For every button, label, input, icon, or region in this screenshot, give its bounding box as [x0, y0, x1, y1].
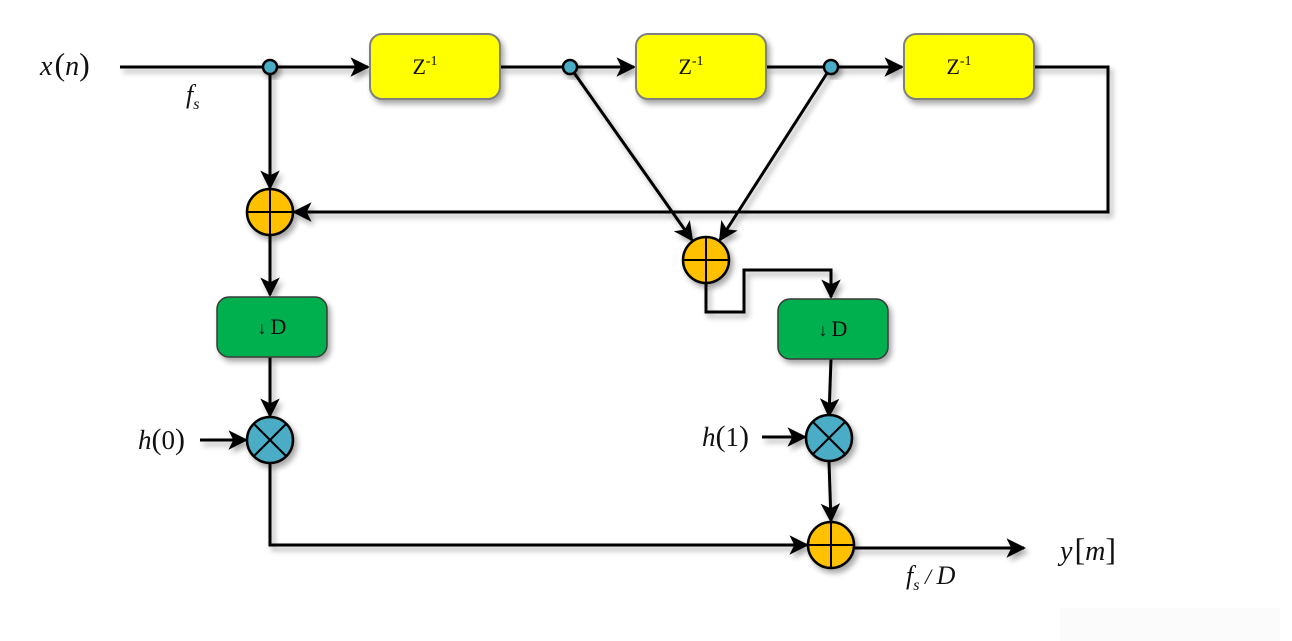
coefficient-h0-label: h(0) [138, 423, 185, 456]
delay-exponent: -1 [960, 54, 972, 69]
output-signal-label: y[m] [1057, 531, 1116, 567]
adder-output[interactable] [806, 520, 856, 570]
down-arrow-icon: ↓ [258, 318, 267, 338]
down-arrow-icon: ↓ [819, 320, 828, 340]
plus-icon [247, 189, 293, 235]
wire-feedback [292, 65, 1110, 222]
delay-block-3[interactable]: Z-1 [903, 33, 1035, 100]
wire-tap1-diag [568, 66, 694, 242]
input-rate-label: fs [186, 80, 199, 113]
plus-icon [808, 522, 854, 568]
svg-text:Z-1: Z-1 [412, 54, 437, 79]
tap-node-0 [261, 58, 279, 76]
multiplier-h1[interactable] [804, 413, 854, 463]
wire-dec1-to-mul1 [819, 358, 840, 418]
output-rate-label: fs / D [906, 561, 956, 594]
wire-adder1-to-dec1 [704, 268, 841, 314]
coefficient-h1-label: h(1) [702, 420, 749, 453]
wire-mul0-to-output-adder [268, 462, 809, 555]
tap-node-2 [822, 58, 840, 76]
delay-label: Z [946, 54, 959, 79]
delay-exponent: -1 [692, 54, 704, 69]
adder-branch-1[interactable] [681, 235, 731, 285]
multiply-icon [812, 421, 846, 455]
input-signal-label: x(n) [39, 46, 90, 82]
delay-label: Z [412, 54, 425, 79]
svg-text:↓D: ↓D [819, 316, 848, 341]
decimation-factor: D [271, 314, 287, 339]
decimator-block-0[interactable]: ↓D [216, 296, 328, 358]
decimator-block-1[interactable]: ↓D [777, 298, 889, 360]
wire-mul1-to-output-adder [820, 461, 841, 523]
svg-text:Z-1: Z-1 [946, 54, 971, 79]
delay-block-2[interactable]: Z-1 [635, 33, 767, 100]
tap-nodes [261, 58, 840, 76]
tap-node-1 [561, 58, 579, 76]
svg-text:↓D: ↓D [258, 314, 287, 339]
delay-block-1[interactable]: Z-1 [369, 33, 501, 100]
adder-branch-0[interactable] [245, 187, 295, 237]
delay-exponent: -1 [426, 54, 438, 69]
multiplier-h0[interactable] [245, 415, 295, 465]
decimation-factor: D [832, 316, 848, 341]
multiply-icon [253, 423, 287, 457]
svg-text:Z-1: Z-1 [678, 54, 703, 79]
background-patch [1060, 608, 1280, 641]
wire-tap2-diag [718, 66, 833, 242]
delay-label: Z [678, 54, 691, 79]
wires [120, 57, 1110, 558]
plus-icon [683, 237, 729, 283]
